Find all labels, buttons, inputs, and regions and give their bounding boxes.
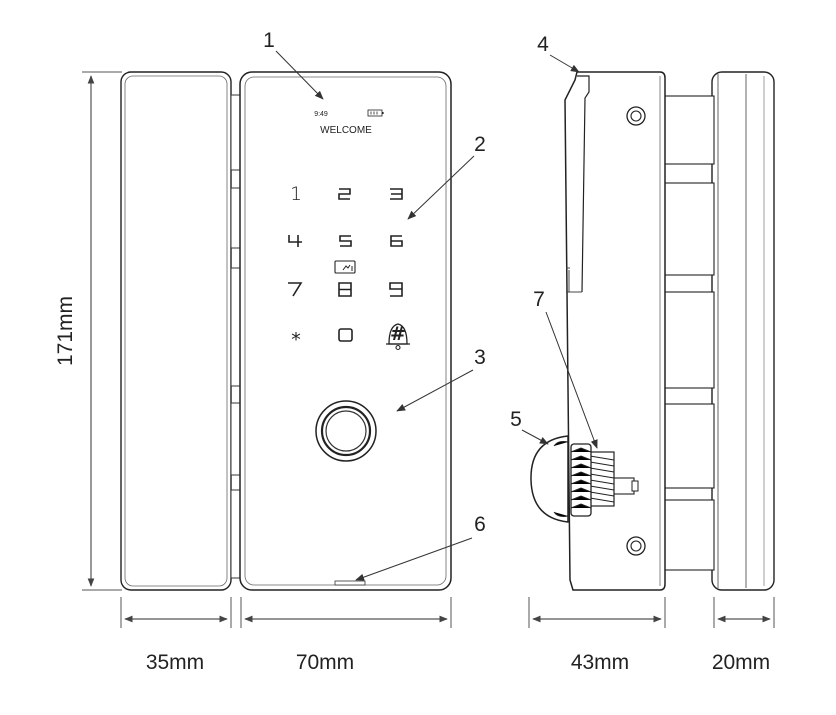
callout-7: 7 (533, 288, 598, 449)
doorbell-icon (386, 323, 410, 351)
callout-5-label: 5 (510, 408, 522, 431)
keypad: 1 (288, 183, 410, 351)
key-3[interactable] (390, 188, 403, 200)
svg-text:#: # (390, 323, 406, 345)
svg-text:1: 1 (290, 183, 302, 205)
dim-70mm: 70mm (296, 651, 354, 674)
key-2[interactable] (338, 188, 351, 200)
height-label: 171mm (54, 296, 77, 366)
display-time: 9:49 (314, 111, 328, 118)
front-handle-block (120, 71, 242, 591)
callout-1-label: 1 (263, 29, 275, 52)
front-lock-body (239, 71, 452, 591)
callout-6: 6 (355, 513, 486, 581)
side-depth-dimensions: 43mm 20mm (528, 597, 775, 674)
key-9[interactable] (389, 282, 403, 297)
screw-bottom-icon (626, 536, 646, 556)
key-5[interactable] (339, 235, 352, 247)
key-8[interactable] (338, 282, 352, 297)
key-star[interactable]: * (291, 329, 301, 351)
side-view (530, 71, 775, 591)
key-6[interactable] (390, 235, 403, 247)
status-display: 9:49 WELCOME (314, 109, 384, 136)
callout-3: 3 (396, 346, 486, 412)
callout-4: 4 (537, 33, 580, 73)
key-1[interactable]: 1 (290, 183, 302, 205)
screw-top-icon (626, 106, 646, 126)
display-message: WELCOME (320, 125, 372, 136)
height-dimension: 171mm (54, 71, 122, 591)
callout-4-label: 4 (537, 33, 549, 56)
dim-43mm: 43mm (571, 651, 629, 674)
front-width-dimensions: 35mm 70mm (120, 597, 452, 674)
key-hash-doorbell[interactable]: # (386, 323, 410, 351)
callout-5: 5 (510, 408, 549, 445)
callout-3-label: 3 (474, 346, 486, 369)
callout-2-label: 2 (474, 133, 486, 156)
callout-6-label: 6 (474, 513, 486, 536)
callout-7-label: 7 (533, 288, 545, 311)
svg-text:*: * (291, 329, 301, 351)
battery-icon (367, 109, 384, 117)
key-7[interactable] (288, 282, 303, 297)
card-reader-icon (334, 260, 356, 274)
mechanical-key-knob[interactable] (530, 435, 639, 523)
key-4[interactable] (288, 235, 302, 247)
dim-35mm: 35mm (146, 651, 204, 674)
fingerprint-sensor-icon[interactable] (315, 400, 377, 462)
callout-2: 2 (407, 133, 486, 220)
callout-1: 1 (263, 29, 324, 100)
dim-20mm: 20mm (712, 651, 770, 674)
key-0[interactable] (338, 328, 353, 342)
